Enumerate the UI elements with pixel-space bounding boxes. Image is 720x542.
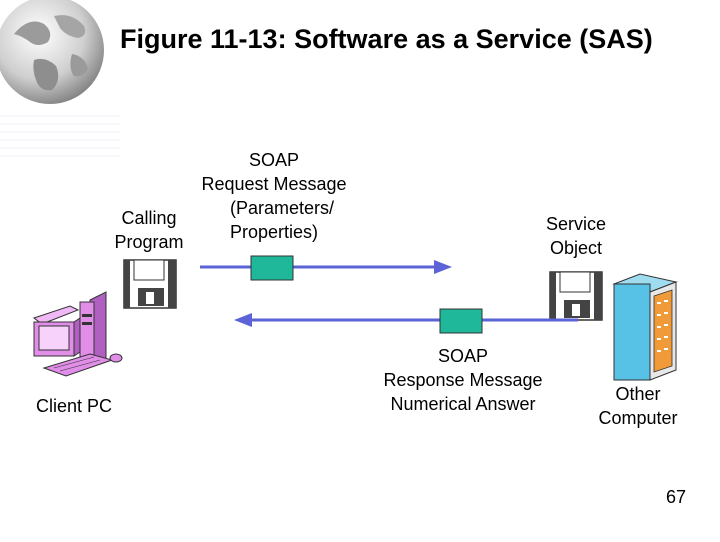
other-computer-line-2: Computer <box>598 408 678 428</box>
soap-request-line-1: SOAP <box>248 150 300 170</box>
page-number: 67 <box>666 487 687 507</box>
globe-icon <box>0 0 104 104</box>
other-computer-line-1: Other <box>615 384 661 404</box>
soap-response-label: SOAP Response Message Numerical Answer <box>365 344 561 416</box>
response-arrowhead <box>234 313 252 327</box>
response-envelope-icon <box>439 308 483 334</box>
floppy-disk-icon <box>549 271 603 321</box>
request-envelope-icon <box>250 255 294 281</box>
soap-request-line-3: (Parameters/ <box>229 198 335 218</box>
floppy-disk-icon <box>123 259 177 309</box>
soap-request-label: SOAP Request Message (Parameters/ Proper… <box>184 148 364 244</box>
service-object-line-2: Object <box>549 238 603 258</box>
client-pc-label: Client PC <box>35 396 113 416</box>
service-object-line-1: Service <box>545 214 607 234</box>
soap-request-line-4: Properties) <box>229 222 319 242</box>
calling-program-label: Calling Program <box>104 206 194 254</box>
soap-response-line-3: Numerical Answer <box>390 394 536 414</box>
client-pc-icon <box>32 291 123 377</box>
other-computer-label: Other Computer <box>588 382 688 430</box>
soap-request-line-2: Request Message <box>201 174 347 194</box>
background-decoration <box>0 115 120 157</box>
soap-response-line-1: SOAP <box>437 346 489 366</box>
slide-title: Figure 11-13: Software as a Service (SAS… <box>120 24 653 54</box>
service-object-label: Service Object <box>530 212 622 260</box>
soap-response-line-2: Response Message <box>383 370 543 390</box>
request-arrowhead <box>434 260 452 274</box>
calling-program-label-line-2: Program <box>114 232 184 252</box>
server-computer-icon <box>612 273 678 381</box>
message-flow <box>200 255 578 334</box>
calling-program-label-line-1: Calling <box>121 208 177 228</box>
